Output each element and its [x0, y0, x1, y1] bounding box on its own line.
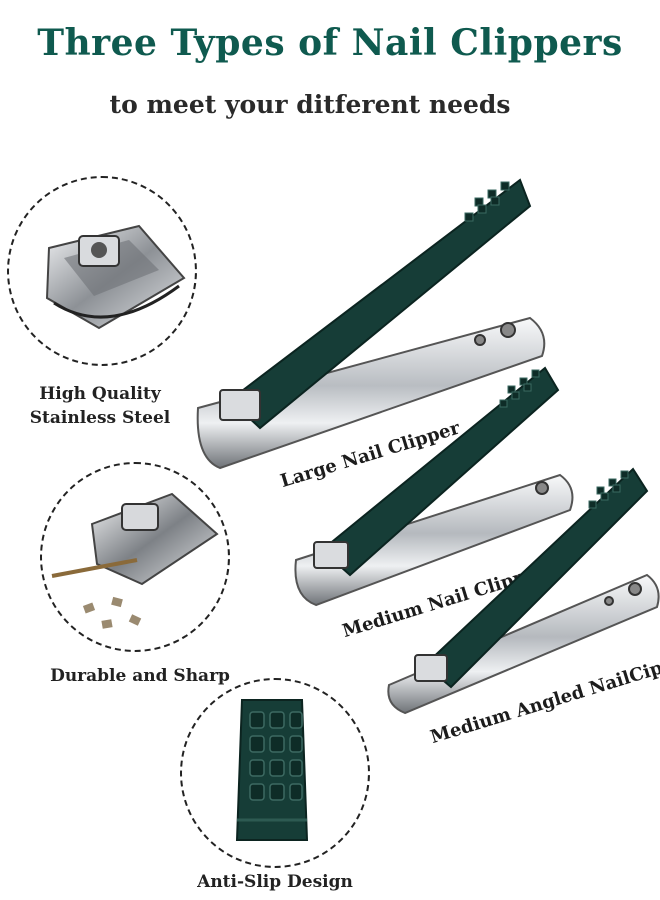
feature-circle-sharp: [40, 462, 230, 652]
medium-nail-clipper-image: [294, 366, 574, 607]
anti-slip-grip-icon: [235, 699, 309, 841]
feature-label-steel: High Quality Stainless Steel: [2, 382, 198, 430]
feature-label-steel-line2: Stainless Steel: [29, 408, 171, 428]
feature-label-sharp: Durable and Sharp: [50, 666, 230, 686]
clipper-cutting-icon: [51, 492, 219, 629]
feature-label-grip: Anti-Slip Design: [197, 872, 353, 892]
medium-angled-nail-clipper-image: [387, 467, 660, 715]
feature-circle-grip: [180, 678, 370, 868]
page-subtitle: to meet your ditferent needs: [109, 90, 511, 119]
feature-circle-steel: [7, 176, 197, 366]
clipper-head-icon: [45, 224, 186, 330]
feature-label-steel-line1: High Quality: [39, 384, 161, 404]
page-title: Three Types of Nail Clippers: [37, 22, 623, 64]
large-nail-clipper-image: [196, 178, 546, 470]
